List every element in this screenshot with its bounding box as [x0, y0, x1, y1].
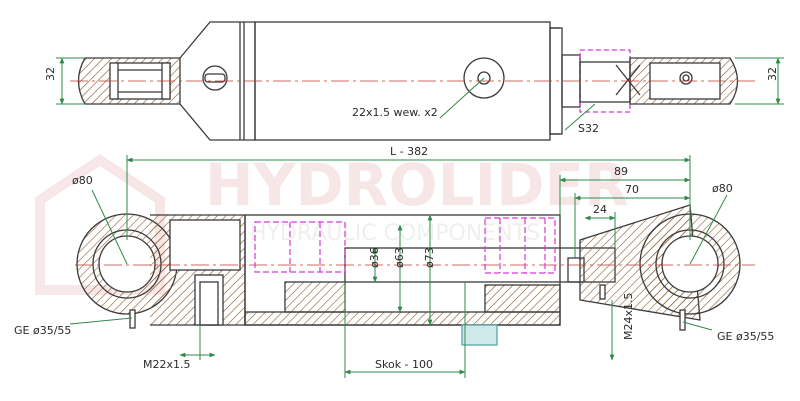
side-hidden-lines	[254, 217, 556, 274]
top-port-icon	[463, 57, 505, 99]
watermark-brand: HYDROLIDER	[205, 151, 629, 219]
top-left-eye-height: 32	[44, 67, 57, 81]
top-port-label: 22x1.5 wew. x2	[352, 106, 438, 119]
top-view	[70, 21, 755, 141]
side-overall-length: L - 382	[390, 145, 428, 158]
side-tube-diameter: ø73	[423, 247, 436, 268]
top-wrench-flat: S32	[578, 122, 599, 135]
side-left-eye-diameter: ø80	[72, 174, 93, 187]
side-right-eye-diameter: ø80	[712, 182, 733, 195]
side-dim-70: 70	[625, 183, 639, 196]
side-dim-24: 24	[593, 203, 607, 216]
side-dim-89: 89	[614, 165, 628, 178]
top-right-eye-height: 32	[766, 67, 779, 81]
side-port-icon	[461, 324, 498, 346]
side-stroke: Skok - 100	[375, 358, 433, 371]
side-rod-thread: M24x1.5	[622, 293, 635, 341]
side-rod-diameter: ø36	[368, 247, 381, 268]
side-piston	[284, 281, 346, 313]
side-bore-diameter: ø63	[393, 247, 406, 268]
side-bearing-left: GE ø35/55	[14, 324, 71, 337]
side-dimensions	[69, 155, 728, 378]
top-dimensions	[56, 57, 784, 131]
side-bearing-right: GE ø35/55	[717, 330, 774, 343]
side-port-thread: M22x1.5	[143, 358, 191, 371]
watermark-sub: HYDRAULIC COMPONENTS	[250, 221, 540, 246]
